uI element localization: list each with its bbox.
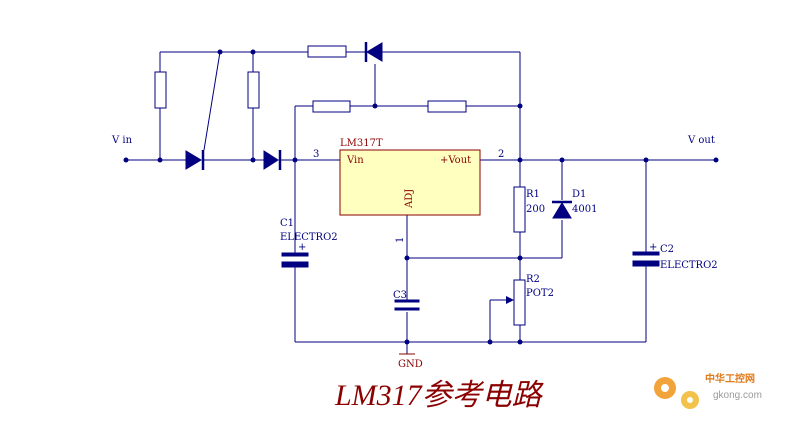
junction bbox=[292, 157, 298, 163]
label-c2-plus: + bbox=[649, 242, 657, 253]
c3-plate-bottom bbox=[394, 307, 420, 311]
label-pin1: 1 bbox=[395, 237, 406, 243]
junction bbox=[372, 103, 378, 109]
pot-wiper-arrow bbox=[506, 296, 514, 304]
watermark-line2: gkong.com bbox=[713, 390, 762, 401]
junction bbox=[517, 157, 523, 163]
diode-d1 bbox=[552, 202, 572, 219]
resistor-top bbox=[307, 45, 347, 58]
label-ic-vin: Vin bbox=[346, 155, 364, 166]
junction bbox=[517, 103, 523, 109]
label-c1-name: C1 bbox=[280, 218, 294, 229]
junction bbox=[250, 49, 256, 55]
terminal-vin bbox=[123, 157, 129, 163]
resistor-r1 bbox=[513, 186, 526, 233]
c2-plate-top bbox=[632, 251, 660, 256]
label-pin2: 2 bbox=[498, 149, 504, 160]
c1-plate-bottom bbox=[281, 261, 309, 268]
label-r2-type: POT2 bbox=[526, 288, 554, 299]
junction bbox=[517, 339, 523, 345]
terminal-vout bbox=[713, 157, 719, 163]
label-d1-type: 4001 bbox=[572, 204, 597, 215]
junction bbox=[559, 157, 565, 163]
label-c1-plus: + bbox=[298, 242, 306, 253]
resistor-second-right bbox=[427, 100, 467, 113]
junction bbox=[487, 339, 493, 345]
junction bbox=[643, 157, 649, 163]
diodes bbox=[185, 42, 572, 219]
watermark-line1: 中华工控网 bbox=[705, 372, 755, 385]
ic-lm317t bbox=[339, 149, 481, 216]
label-c1-type: ELECTRO2 bbox=[280, 232, 338, 243]
label-r1-name: R1 bbox=[526, 189, 540, 200]
watermark-logo bbox=[654, 377, 699, 409]
diagram-title: LM317参考电路 bbox=[334, 379, 545, 412]
label-ic-adj: ADJ bbox=[404, 189, 415, 209]
label-c2-name: C2 bbox=[660, 244, 674, 255]
junction bbox=[404, 255, 410, 261]
label-ic-vout: +Vout bbox=[440, 155, 471, 166]
capacitors bbox=[281, 251, 660, 311]
diode-input bbox=[263, 150, 279, 170]
label-vin: V in bbox=[111, 135, 133, 146]
junction bbox=[517, 255, 523, 261]
label-r1-value: 200 bbox=[526, 204, 545, 215]
potentiometer-r2 bbox=[513, 279, 526, 326]
wires bbox=[126, 51, 716, 354]
label-ic-name: LM317T bbox=[340, 138, 383, 149]
diode-transistor-body bbox=[185, 150, 202, 170]
resistor-second-left bbox=[312, 100, 351, 113]
junction bbox=[404, 339, 410, 345]
c3-plate-top bbox=[394, 299, 420, 303]
diode-top bbox=[366, 42, 383, 62]
label-d1-name: D1 bbox=[572, 189, 586, 200]
junction bbox=[217, 49, 223, 55]
junction bbox=[250, 157, 256, 163]
label-pin3: 3 bbox=[313, 149, 319, 160]
junction bbox=[157, 157, 163, 163]
label-vout: V out bbox=[687, 135, 715, 146]
label-c2-type: ELECTRO2 bbox=[660, 260, 718, 271]
resistors bbox=[154, 45, 526, 326]
label-c3-name: C3 bbox=[393, 290, 407, 301]
label-r2-name: R2 bbox=[526, 274, 540, 285]
junctions bbox=[123, 49, 719, 345]
label-gnd: GND bbox=[398, 359, 423, 370]
c2-plate-bottom bbox=[632, 260, 660, 267]
resistor-left bbox=[154, 71, 167, 109]
c1-plate-top bbox=[281, 252, 309, 257]
resistor-mid bbox=[247, 71, 260, 109]
wire-transistor bbox=[203, 51, 221, 151]
